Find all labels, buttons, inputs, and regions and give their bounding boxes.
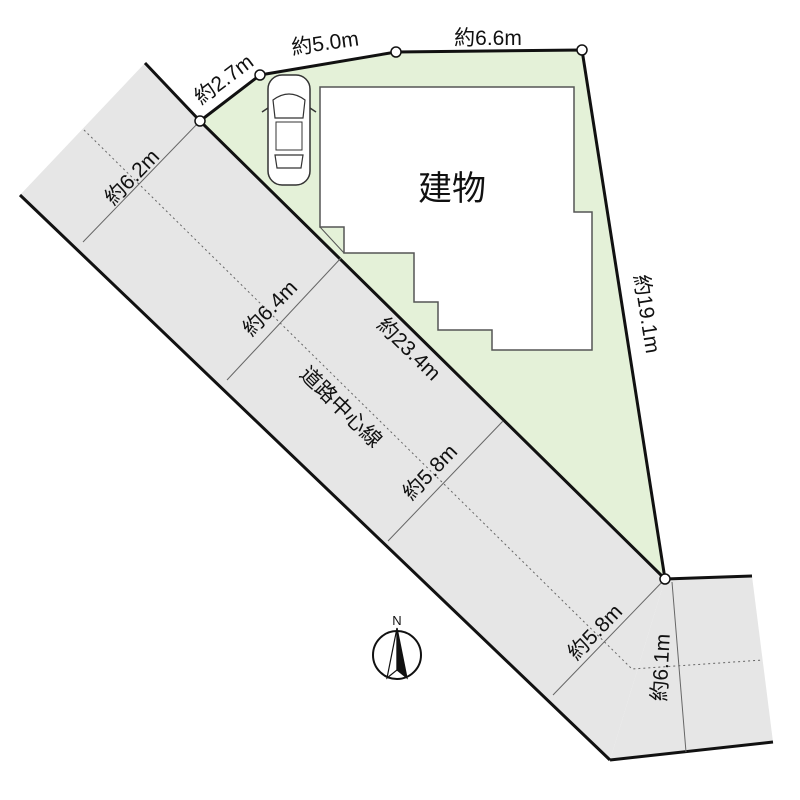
north-arrow-icon bbox=[372, 627, 422, 680]
building-label: 建物 bbox=[418, 170, 486, 208]
side-road-edge-bottom bbox=[609, 740, 774, 762]
car-icon bbox=[261, 74, 317, 186]
dim-lot-east: 約19.1m bbox=[629, 273, 664, 355]
dim-lot-n-2: 約6.6m bbox=[454, 27, 522, 50]
dimension-lines bbox=[82, 120, 687, 753]
building-footprint bbox=[319, 86, 593, 351]
side-road bbox=[610, 576, 773, 760]
main-road bbox=[20, 63, 665, 760]
road-edge-top bbox=[143, 61, 202, 123]
dim-side-road-width: 約6.1m bbox=[648, 633, 675, 702]
lot-vertices bbox=[194, 44, 671, 585]
side-road-edge-top bbox=[664, 574, 753, 581]
compass-north-label: N bbox=[392, 613, 401, 628]
road-edge-bottom bbox=[18, 193, 612, 762]
dim-lot-n-1: 約5.0m bbox=[290, 27, 360, 59]
road-centerline bbox=[83, 129, 764, 670]
